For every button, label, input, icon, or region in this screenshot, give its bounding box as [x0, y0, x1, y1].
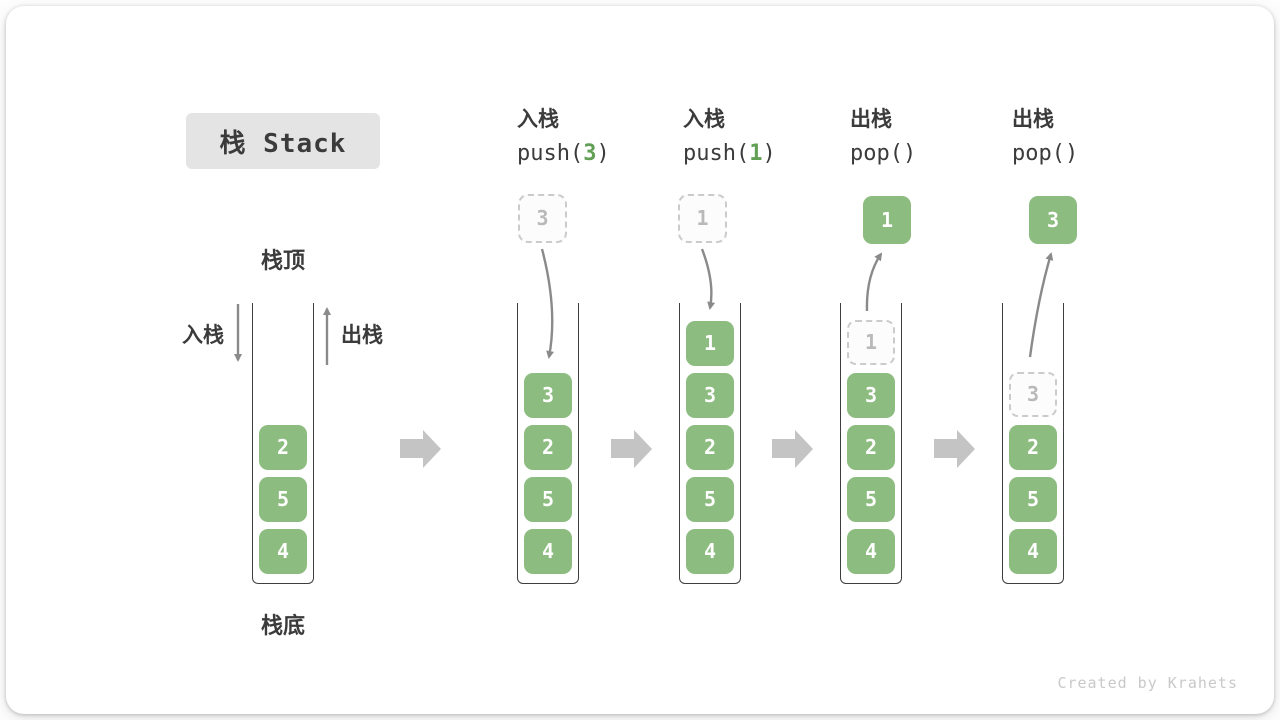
- stack-top-label: 栈顶: [260, 249, 305, 274]
- ghost-item: 3: [1009, 372, 1057, 417]
- header-push-3: 入栈 push(3): [517, 105, 610, 166]
- code-pre: pop(: [850, 141, 903, 166]
- op-label: 入栈: [517, 107, 559, 131]
- stack-item: 4: [259, 529, 307, 574]
- stack-frame-initial: [252, 303, 314, 584]
- op-code: pop(): [850, 141, 916, 166]
- stack-item: 5: [686, 477, 734, 522]
- code-pre: push(: [517, 141, 584, 166]
- header-pop-3: 出栈 pop(): [1012, 105, 1078, 166]
- stack-item: 5: [1009, 477, 1057, 522]
- stack-bottom-label: 栈底: [260, 614, 305, 639]
- stack-item: 2: [524, 425, 572, 470]
- op-label: 出栈: [850, 107, 892, 131]
- stack-frame-push-1: [679, 303, 741, 584]
- code-post: ): [1064, 141, 1079, 166]
- stack-item: 4: [686, 529, 734, 574]
- code-pre: pop(: [1012, 141, 1065, 166]
- incoming-element: 3: [518, 194, 567, 243]
- stack-item: 3: [686, 373, 734, 418]
- op-label: 出栈: [1012, 107, 1054, 131]
- op-label: 入栈: [683, 107, 725, 131]
- stack-item: 5: [847, 477, 895, 522]
- header-push-1: 入栈 push(1): [683, 105, 776, 166]
- stack-item: 2: [259, 425, 307, 470]
- code-post: ): [596, 141, 610, 166]
- ghost-item: 1: [847, 320, 895, 365]
- code-post: ): [902, 141, 917, 166]
- push-side-label: 入栈: [182, 323, 224, 347]
- op-code: pop(): [1012, 141, 1078, 166]
- popped-element: 3: [1029, 196, 1077, 244]
- pop-side-label: 出栈: [341, 323, 383, 347]
- credit-text: Created by Krahets: [1057, 674, 1238, 692]
- stack-frame-push-3: [517, 303, 579, 584]
- code-arg: 1: [749, 141, 763, 166]
- stack-item: 1: [686, 321, 734, 366]
- stack-item: 2: [847, 425, 895, 470]
- stack-item: 2: [1009, 425, 1057, 470]
- code-post: ): [762, 141, 776, 166]
- title-box: 栈 Stack: [186, 113, 380, 169]
- stack-frame-pop-3: [1002, 303, 1064, 584]
- code-pre: push(: [683, 141, 750, 166]
- stack-item: 3: [524, 373, 572, 418]
- stack-item: 4: [847, 529, 895, 574]
- stack-item: 4: [1009, 529, 1057, 574]
- page-title: 栈 Stack: [219, 128, 347, 159]
- code-arg: 3: [583, 141, 597, 166]
- stack-item: 3: [847, 373, 895, 418]
- stack-item: 5: [259, 477, 307, 522]
- incoming-element: 1: [678, 194, 727, 243]
- stack-item: 5: [524, 477, 572, 522]
- popped-element: 1: [863, 196, 911, 244]
- header-pop-1: 出栈 pop(): [850, 105, 916, 166]
- stack-item: 4: [524, 529, 572, 574]
- op-code: push(1): [683, 141, 776, 166]
- stack-item: 2: [686, 425, 734, 470]
- op-code: push(3): [517, 141, 610, 166]
- stack-frame-pop-1: [840, 303, 902, 584]
